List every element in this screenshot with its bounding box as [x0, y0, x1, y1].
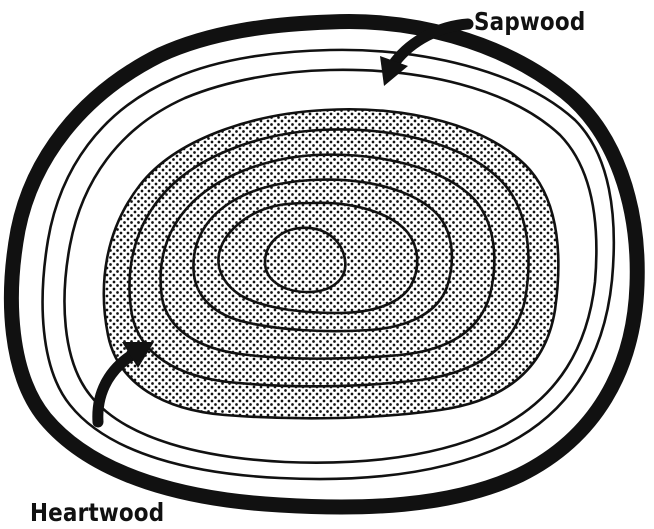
heartwood-region [104, 109, 559, 418]
sapwood-label: Sapwood [474, 9, 585, 34]
heartwood-label: Heartwood [30, 500, 164, 525]
